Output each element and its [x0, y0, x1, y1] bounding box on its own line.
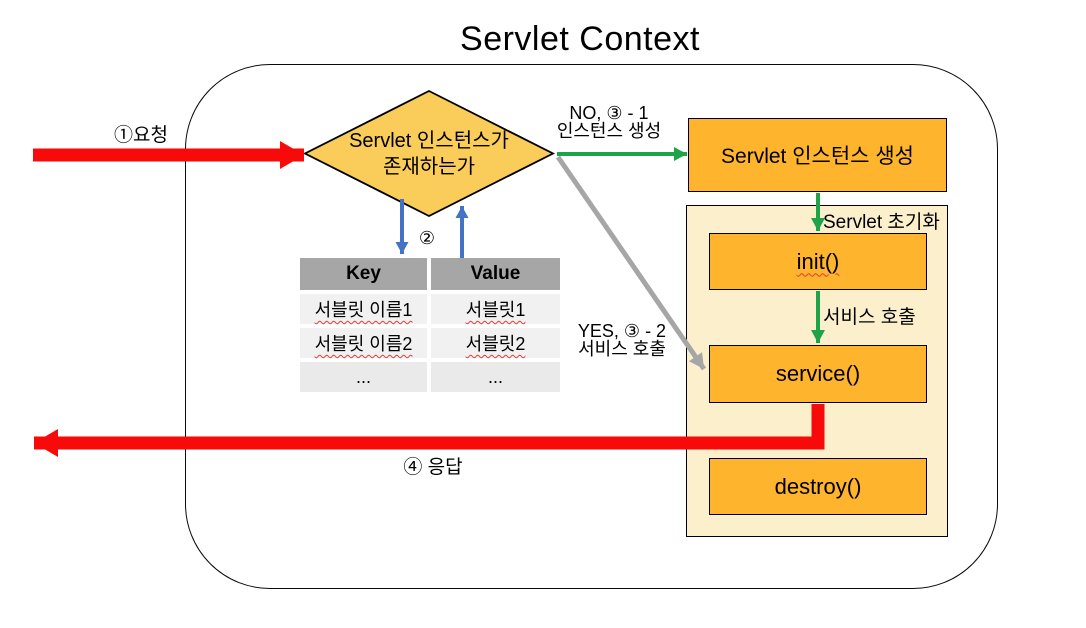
service-call-label: 서비스 호출	[823, 307, 916, 328]
table-row: ...	[431, 362, 560, 392]
table-header-value: Value	[431, 258, 560, 290]
table-row: 서블릿 이름1	[300, 294, 427, 324]
decision-diamond	[303, 89, 555, 218]
table-row: 서블릿 이름2	[300, 328, 427, 358]
yes-branch-label: YES, ③ - 2 서비스 호출	[566, 322, 678, 358]
decision-text: Servlet 인스턴스가 존재하는가	[303, 89, 555, 218]
table-cell-key: 서블릿 이름1	[314, 300, 413, 320]
yes-branch-line2: 서비스 호출	[578, 339, 666, 359]
no-branch-line2: 인스턴스 생성	[556, 121, 662, 141]
no-branch-line1: NO, ③ - 1	[569, 103, 649, 123]
instance-table: Key Value 서블릿 이름1 서블릿1 서블릿 이름2 서블릿2 ... …	[300, 258, 560, 392]
step2-label: ②	[418, 228, 436, 248]
yes-branch-line1: YES, ③ - 2	[577, 321, 667, 341]
destroy-box: destroy()	[709, 458, 927, 515]
servlet-init-section-label: Servlet 초기화	[823, 212, 940, 233]
init-box: init()	[709, 233, 927, 290]
table-cell-value: 서블릿1	[465, 300, 526, 320]
create-instance-label: Servlet 인스턴스 생성	[721, 145, 914, 168]
service-box: service()	[709, 345, 927, 403]
decision-line1: Servlet 인스턴스가	[349, 129, 509, 152]
create-instance-box: Servlet 인스턴스 생성	[688, 118, 947, 192]
destroy-label: destroy()	[774, 473, 862, 499]
request-label: ①요청	[114, 125, 168, 146]
table-cell-key: ...	[355, 366, 371, 387]
table-cell-key: 서블릿 이름2	[314, 334, 413, 354]
servlet-context-boundary	[185, 64, 998, 589]
table-row: 서블릿1	[431, 294, 560, 324]
diagram-title: Servlet Context	[460, 20, 700, 58]
table-row: 서블릿2	[431, 328, 560, 358]
response-label: ④ 응답	[403, 457, 463, 478]
table-header-key: Key	[300, 258, 427, 290]
no-branch-label: NO, ③ - 1 인스턴스 생성	[545, 104, 673, 140]
table-row: ...	[300, 362, 427, 392]
table-cell-value: ...	[487, 366, 503, 387]
init-label: init()	[796, 248, 840, 274]
service-label: service()	[775, 361, 861, 386]
decision-line2: 존재하는가	[383, 155, 475, 178]
table-cell-value: 서블릿2	[465, 334, 526, 354]
